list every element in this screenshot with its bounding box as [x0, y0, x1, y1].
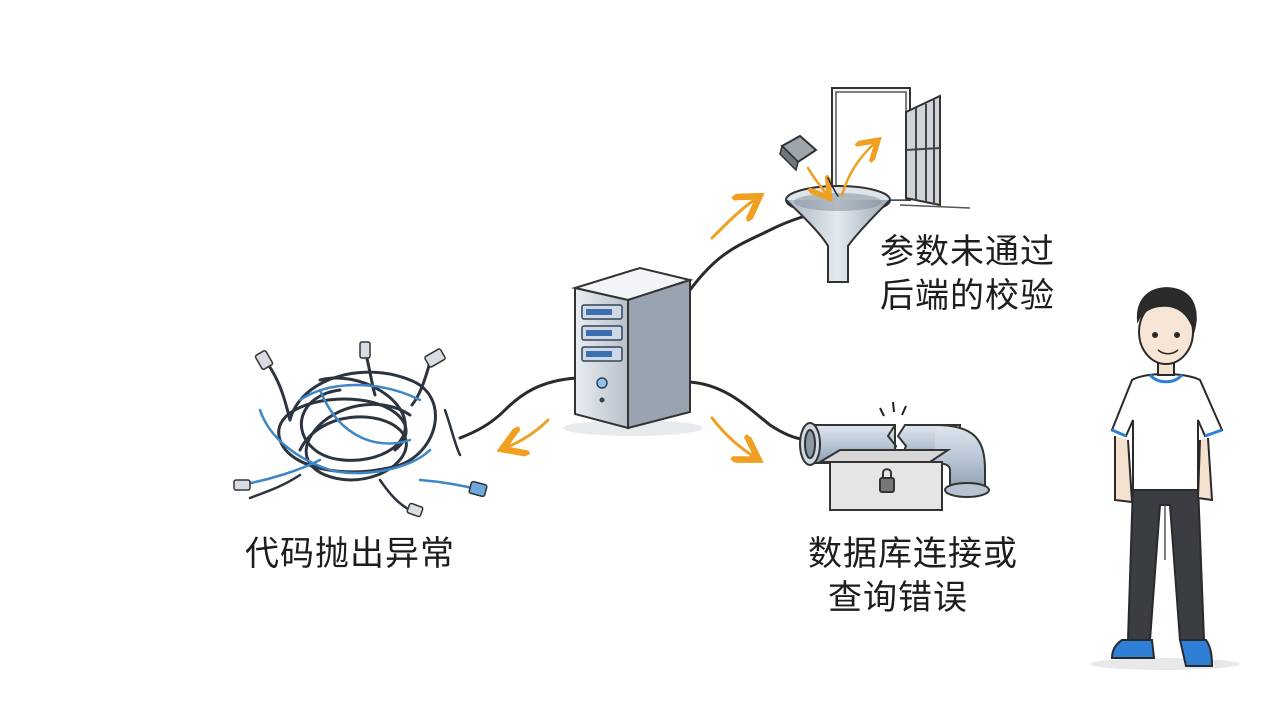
locked-box-icon [816, 449, 952, 511]
crack-burst [879, 401, 907, 417]
rejected-block-icon [779, 134, 818, 172]
database-label-line1: 数据库连接或 [808, 534, 1018, 574]
wire-to-exception [458, 376, 580, 440]
database-label-line2: 查询错误 [828, 578, 968, 618]
wire-to-validation [688, 213, 810, 292]
wire-to-database [688, 380, 807, 442]
tangled-cables-icon [233, 341, 488, 518]
funnel-icon [785, 185, 891, 283]
connector-wires [458, 213, 810, 442]
arrow-to-database [710, 416, 756, 458]
funnel-arrows [806, 142, 876, 196]
person-figure [1090, 287, 1240, 670]
validation-label-line2: 后端的校验 [880, 276, 1055, 316]
database-error-label: 数据库连接或 查询错误 [808, 532, 1018, 620]
arrow-to-validation [710, 198, 757, 240]
exception-label: 代码抛出异常 [245, 534, 455, 574]
validation-failure-label: 参数未通过 后端的校验 [880, 230, 1055, 318]
validation-label-line1: 参数未通过 [880, 232, 1055, 272]
arrow-to-exception [505, 418, 550, 448]
direction-arrows [505, 198, 757, 458]
server-icon [563, 266, 703, 436]
